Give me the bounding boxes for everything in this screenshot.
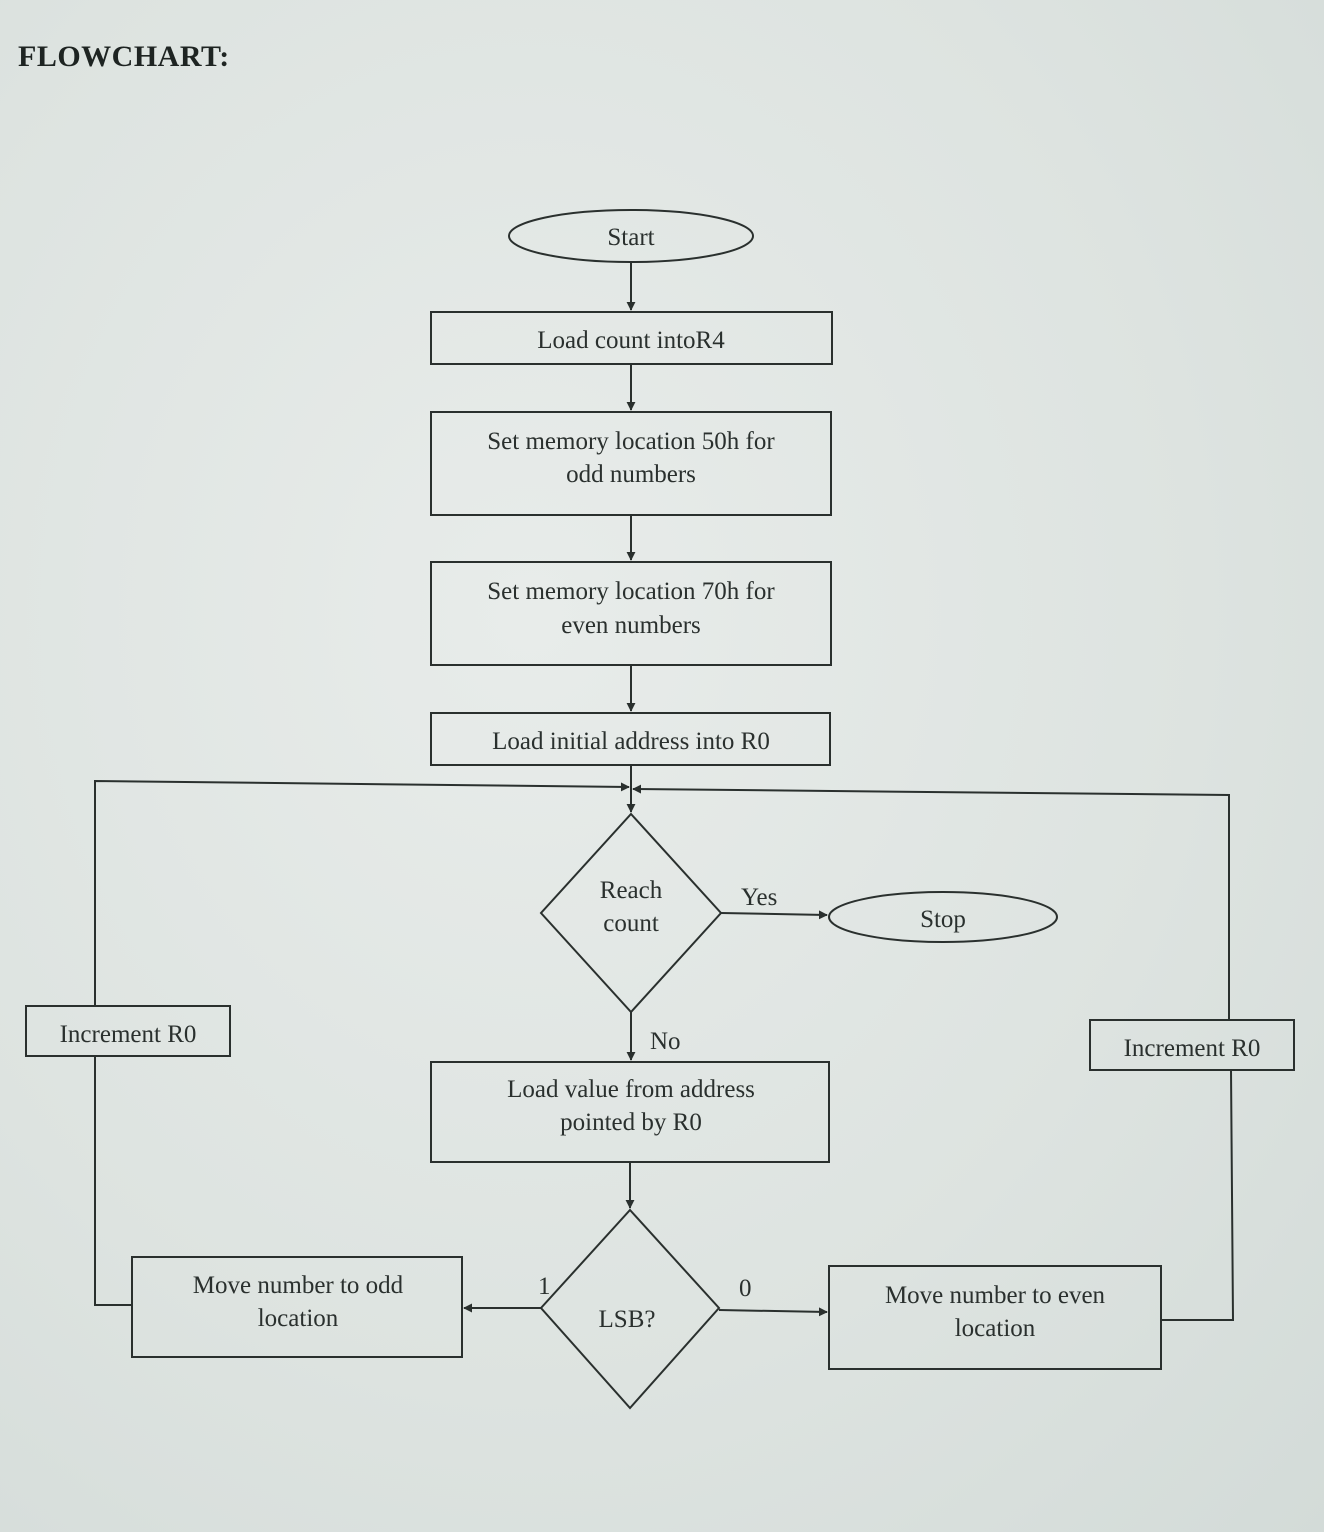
arrow-lsb-to-move-even (718, 1307, 828, 1317)
move-odd-box (131, 1256, 463, 1358)
edge-zero-label: 0 (739, 1275, 752, 1302)
loop-right-upper (632, 784, 1230, 1020)
move-odd-label-line1: Move number to odd (193, 1272, 404, 1299)
arrow-yes-to-stop (720, 910, 828, 920)
load-count-label: Load count intoR4 (537, 327, 725, 354)
start-label: Start (607, 224, 654, 251)
load-value-label-line2: pointed by R0 (560, 1109, 702, 1136)
loop-left-lower (94, 1056, 132, 1306)
set-even-label-line1: Set memory location 70h for (487, 578, 775, 605)
reach-label-line1: Reach (600, 877, 663, 904)
load-value-label-line1: Load value from address (507, 1076, 755, 1103)
stop-label: Stop (920, 906, 966, 933)
page-title: FLOWCHART: (18, 40, 230, 73)
reach-label-line2: count (603, 910, 659, 937)
edge-yes-label: Yes (741, 884, 777, 911)
load-address-label: Load initial address into R0 (492, 728, 770, 755)
loop-right-lower (1161, 1069, 1235, 1321)
move-odd-label-line2: location (258, 1305, 339, 1332)
lsb-decision (539, 1208, 721, 1410)
edge-one-label: 1 (538, 1273, 551, 1300)
set-odd-label-line1: Set memory location 50h for (487, 428, 775, 455)
move-even-box (828, 1265, 1162, 1370)
edge-no-label: No (650, 1028, 681, 1055)
increment-right-box (1089, 1019, 1295, 1071)
move-even-label-line2: location (955, 1315, 1036, 1342)
increment-right-label: Increment R0 (1124, 1035, 1261, 1062)
increment-left-box (25, 1005, 231, 1057)
lsb-label: LSB? (599, 1306, 656, 1333)
set-odd-label-line2: odd numbers (566, 461, 696, 488)
stop-terminal (828, 891, 1058, 943)
set-even-label-line2: even numbers (561, 612, 701, 639)
move-even-label-line1: Move number to even (885, 1282, 1106, 1309)
increment-left-label: Increment R0 (60, 1021, 197, 1048)
loop-left-upper (94, 779, 630, 1006)
